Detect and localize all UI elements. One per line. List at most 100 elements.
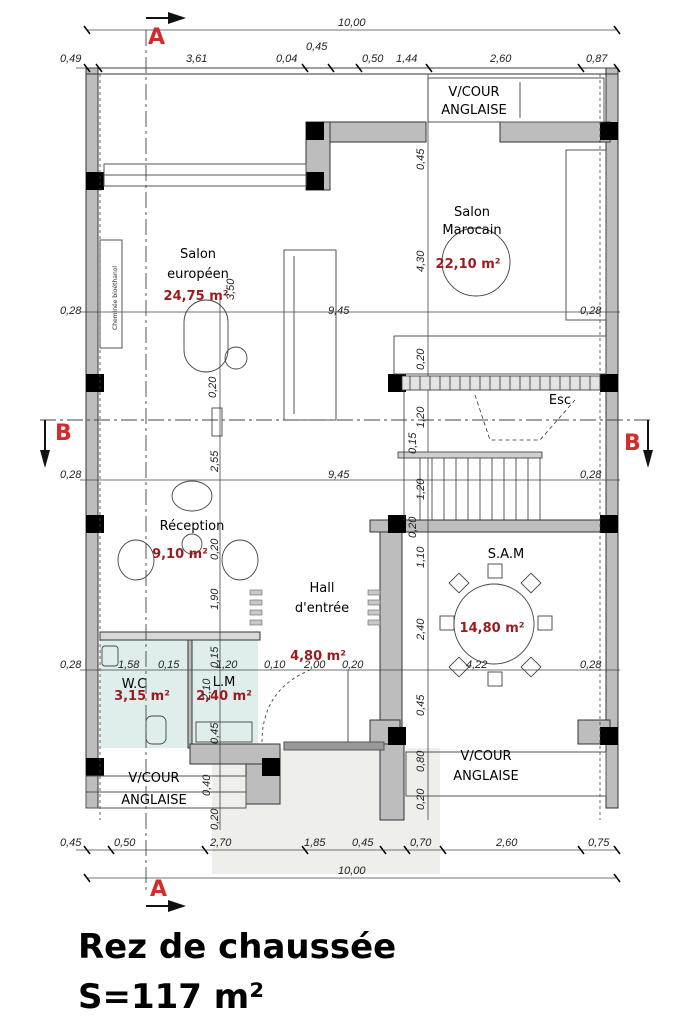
table-salon-marocain [441,227,511,297]
salon-marocain-line1: Salon [454,205,490,220]
dim-right-v-1: 4,30 [415,250,427,272]
dim-right-v-0: 0,45 [415,148,427,170]
lm-zone [190,640,258,748]
plan-caption: Rez de chaussée S=117 m² [78,922,396,1022]
outer-walls [85,67,619,809]
wc-label: W.C [122,677,147,692]
dim-band-0: 1,58 [118,659,140,671]
dim-mid-v-3: 0,20 [209,538,221,560]
dim-bottom-7: 0,75 [588,837,610,849]
room-labels: V/COUR ANGLAISE Salon Marocain 22,10 m² … [112,85,571,808]
salon-marocain-line2: Marocain [442,223,501,238]
lavabo [195,721,253,743]
right-vertical-dimensions: 0,45 4,30 0,20 1,20 0,15 1,20 0,20 1,10 … [407,148,427,810]
dim-right-2: 0,28 [580,659,602,671]
dim-top-6: 2,60 [489,53,512,65]
dim-top-5: 1,44 [396,53,417,65]
dim-top-3: 0,45 [306,41,328,53]
dim-left-0: 0,28 [60,305,82,317]
dim-right-1: 0,28 [580,469,602,481]
dim-top-2: 0,04 [276,53,297,65]
wc-zone [100,640,188,748]
wc-bowl [145,715,167,745]
windows [85,77,607,809]
dim-mid-v-7: 0,45 [209,722,221,744]
vcour-bottom-right-line1: V/COUR [460,749,511,764]
chimney-block [99,239,123,349]
dim-band-3: 0,10 [264,659,286,671]
dim-band-6: 4,22 [466,659,487,671]
sam-area: 14,80 m² [460,621,525,636]
dim-top-0: 0,49 [60,53,81,65]
section-label-b-right: B [624,431,641,456]
vcour-bottom-left-line1: V/COUR [128,771,179,786]
dim-bottom-1: 0,50 [114,837,136,849]
hall-line1: Hall [310,581,335,596]
dim-bottom-5: 0,70 [410,837,432,849]
sam-label: S.A.M [488,547,524,562]
dim-right-v-6: 0,20 [407,516,419,538]
section-lines [40,30,650,890]
side-dimensions: 0,28 0,28 0,28 0,28 0,28 0,28 9,45 9,45 [60,305,602,671]
dim-bottom-0: 0,45 [60,837,82,849]
dim-top-7: 0,87 [586,53,608,65]
vcour-top-line1: V/COUR [448,85,499,100]
bottom-dimensions: 0,45 0,50 2,70 1,85 0,45 0,70 2,60 0,75 … [60,837,610,877]
dim-top-total: 10,00 [338,17,366,29]
bottom-band-dimensions: 1,58 0,15 1,20 0,10 2,00 0,20 4,22 [118,659,487,671]
chimney-label: Cheminée bioéthanol [112,266,119,330]
salon-marocain-area: 22,10 m² [436,257,501,272]
dim-mid-v-9: 0,20 [209,808,221,830]
escalier-label: Esc [549,393,571,408]
vcour-bottom-left-line2: ANGLAISE [121,793,186,808]
hall-line2: d'entrée [295,601,349,616]
dimension-ticks [83,25,621,883]
salon-europeen-line1: Salon [180,247,216,262]
dim-band-5: 0,20 [342,659,364,671]
chair-reception-1 [171,480,213,512]
lm-label: L.M [213,675,236,690]
dim-mid-v-2: 2,55 [209,450,221,473]
dim-band-4: 2,00 [303,659,326,671]
dim-mid-v-6: 2,10 [201,678,213,701]
section-marker-a-bottom: A [146,877,186,912]
dim-band-2: 1,20 [216,659,238,671]
dim-bottom-3: 1,85 [304,837,326,849]
salon-europeen-area: 24,75 m² [164,289,229,304]
dim-mid-v-8: 0,40 [201,774,213,796]
section-label-a-bottom: A [150,877,167,902]
dim-right-v-5: 1,20 [415,478,427,500]
dim-bottom-total: 10,00 [338,865,366,877]
dim-right-v-9: 0,45 [415,694,427,716]
furniture [99,149,607,745]
dim-mid-v-1: 0,20 [207,376,219,398]
reception-label: Réception [160,519,225,534]
dim-right-v-11: 0,20 [415,788,427,810]
dim-left-2: 0,28 [60,659,82,671]
dim-mid-v-4: 1,90 [209,588,221,610]
dim-top-4: 0,50 [362,53,384,65]
chair-reception-2 [117,539,155,581]
mid-vertical-dimensions: 3,50 0,20 2,55 0,20 1,90 0,15 2,10 0,45 … [201,278,237,830]
dim-right-v-7: 1,10 [415,546,427,568]
lm-area: 2,40 m² [196,689,252,704]
dim-right-v-4: 0,15 [407,432,419,454]
sofa-marocain-bottom [393,335,607,375]
dim-band-1: 0,15 [158,659,180,671]
hall-steps [249,589,381,626]
structural-columns [86,122,618,776]
vcour-top-line2: ANGLAISE [441,103,506,118]
dim-inner-span-2: 9,45 [328,469,350,481]
floor-plan: A A B B [40,12,653,912]
staircase [397,375,601,520]
section-marker-b-right: B [624,420,653,468]
dim-right-v-2: 0,20 [415,348,427,370]
vcour-bottom-right-line2: ANGLAISE [453,769,518,784]
dim-right-v-8: 2,40 [415,618,427,641]
section-marker-b-left: B [40,420,72,468]
section-label-a-top: A [148,25,165,50]
dimension-lines [76,29,620,879]
dim-inner-span-1: 9,45 [328,305,350,317]
reception-area: 9,10 m² [152,547,208,562]
dim-top-1: 3,61 [186,53,207,65]
